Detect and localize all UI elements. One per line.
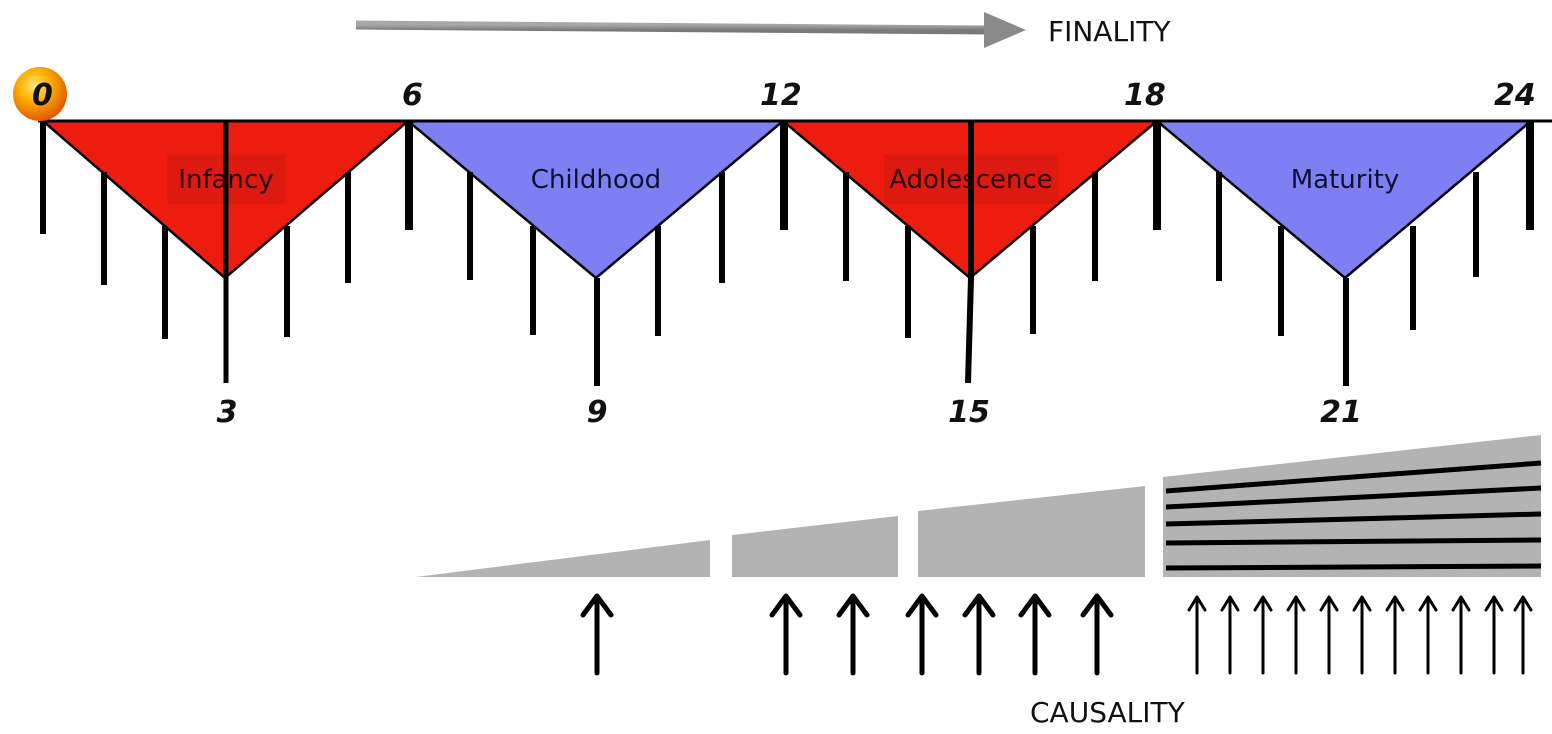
top-number-18: 18 bbox=[1124, 78, 1166, 113]
bottom-number-3: 3 bbox=[217, 395, 238, 430]
causality-arrow bbox=[1352, 595, 1372, 675]
tick-marks bbox=[40, 121, 1534, 386]
causality-wedges bbox=[416, 435, 1541, 577]
causality-arrows bbox=[580, 593, 1533, 676]
causality-arrow bbox=[1187, 595, 1207, 675]
stripe-4 bbox=[1165, 537, 1542, 546]
top-number-0: 0 bbox=[32, 78, 53, 113]
tick-15 bbox=[965, 277, 974, 384]
finality-arrow bbox=[355, 12, 1026, 48]
causality-arrow bbox=[1451, 595, 1471, 675]
causality-arrow bbox=[769, 593, 803, 676]
wedge-1 bbox=[416, 540, 710, 577]
maturity-wedge-stripes bbox=[1165, 460, 1542, 571]
causality-arrow bbox=[836, 593, 870, 676]
causality-arrow bbox=[1484, 595, 1504, 675]
bottom-number-9: 9 bbox=[587, 395, 608, 430]
stage-triangle-childhood bbox=[404, 119, 787, 280]
wedge-2 bbox=[732, 516, 898, 577]
stage-label-infancy: Infancy bbox=[178, 165, 273, 195]
stage-label-maturity: Maturity bbox=[1291, 165, 1400, 195]
causality-arrow bbox=[1418, 595, 1438, 675]
bottom-number-21: 21 bbox=[1320, 395, 1362, 430]
finality-label: FINALITY bbox=[1048, 15, 1171, 48]
causality-arrow bbox=[905, 593, 939, 676]
stripe-1 bbox=[1165, 460, 1542, 494]
bottom-number-15: 15 bbox=[948, 395, 990, 430]
wedge-3 bbox=[918, 486, 1145, 577]
causality-arrow bbox=[1385, 595, 1405, 675]
stage-label-adolescence: Adolescence bbox=[889, 165, 1053, 195]
top-number-12: 12 bbox=[760, 78, 802, 113]
causality-arrow bbox=[1253, 595, 1273, 675]
stage-label-childhood: Childhood bbox=[531, 165, 661, 195]
sun-icon bbox=[13, 67, 67, 121]
causality-arrow bbox=[1319, 595, 1339, 675]
top-number-6: 6 bbox=[402, 78, 423, 113]
causality-arrow bbox=[1286, 595, 1306, 675]
causality-arrow bbox=[580, 593, 614, 676]
causality-arrow bbox=[962, 593, 996, 676]
stripe-2 bbox=[1165, 485, 1542, 510]
causality-arrow bbox=[1080, 593, 1114, 676]
causality-arrow bbox=[1220, 595, 1240, 675]
top-number-24: 24 bbox=[1494, 78, 1536, 113]
stripe-5 bbox=[1165, 563, 1542, 571]
causality-arrow bbox=[1018, 593, 1052, 676]
stripe-3 bbox=[1165, 511, 1542, 527]
causality-label: CAUSALITY bbox=[1030, 696, 1186, 729]
causality-arrow bbox=[1513, 595, 1533, 675]
